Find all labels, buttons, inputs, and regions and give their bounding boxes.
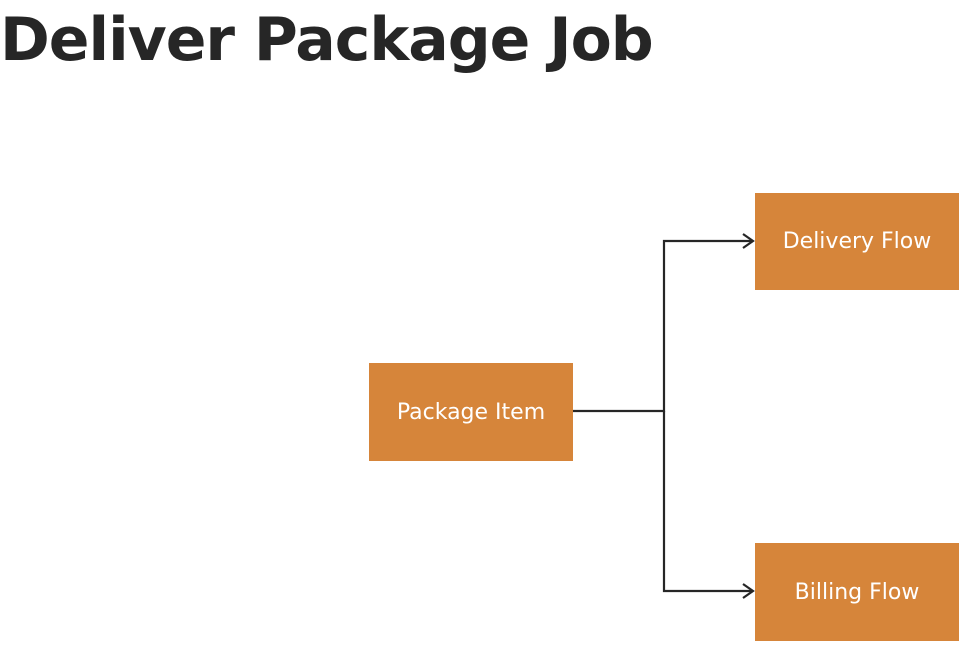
- billing-flow-label: Billing Flow: [794, 579, 920, 605]
- package-item-node: Package Item: [369, 363, 573, 461]
- package-item-label: Package Item: [396, 399, 546, 425]
- delivery-flow-label: Delivery Flow: [782, 229, 932, 254]
- connector-to-billing-flow: [662, 411, 755, 599]
- delivery-flow-node: Delivery Flow: [755, 193, 959, 290]
- page-title: Deliver Package Job: [0, 5, 654, 75]
- connector-to-delivery-flow: [573, 233, 755, 413]
- billing-flow-node: Billing Flow: [755, 543, 959, 641]
